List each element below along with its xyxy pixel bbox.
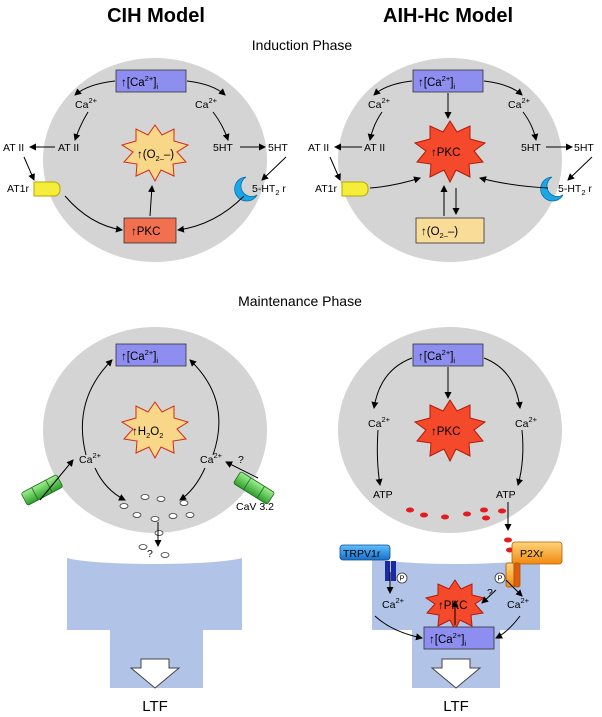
at1r-receptor: [33, 181, 61, 197]
svg-text:↑[Ca2+]i: ↑[Ca2+]i: [418, 74, 455, 91]
svg-text:P: P: [498, 574, 503, 583]
h2o2-label: ↑H2O2: [132, 426, 163, 440]
ca-label-left: Ca2+: [368, 96, 391, 111]
aih-maintenance-arrows: [371, 357, 524, 641]
at2-outer-label: AT II: [308, 142, 329, 154]
ca-i-box: ↑[Ca2+]i: [115, 343, 187, 367]
trpv1r-label-box: TRPV1r: [339, 544, 391, 561]
p2xr-channel-icon: [505, 562, 521, 588]
svg-text:↑(O2––): ↑(O2––): [421, 226, 458, 240]
phosphate-left-icon: P: [396, 572, 408, 584]
svg-text:↑[Ca2+]i: ↑[Ca2+]i: [429, 631, 466, 648]
svg-text:↑[Ca2+]i: ↑[Ca2+]i: [121, 348, 158, 365]
ca-label-left: Ca2+: [368, 415, 391, 430]
o2-box: ↑(O2––): [415, 217, 485, 244]
motor-neuron-body: [67, 558, 242, 688]
svg-text:P: P: [400, 574, 405, 583]
at1r-label: AT1r: [315, 183, 337, 195]
atp-label-right: ATP: [496, 489, 516, 501]
ht5-outer-label: 5HT: [574, 142, 594, 154]
phosphate-right-icon: P: [494, 572, 506, 584]
svg-text:↑[Ca2+]i: ↑[Ca2+]i: [418, 348, 455, 365]
svg-text:Ca2+: Ca2+: [368, 96, 391, 111]
svg-text:Ca2+: Ca2+: [195, 96, 218, 111]
at2-inner-label: AT II: [58, 142, 79, 154]
down-arrow-icon: [129, 658, 181, 689]
aih-induction-arrows: [329, 80, 593, 216]
question-mark-release: ?: [147, 548, 153, 560]
svg-text:Ca2+: Ca2+: [507, 596, 530, 611]
trpv1r-channel-icon: [385, 561, 396, 581]
ht2r-label: 5-HT2 r: [558, 183, 592, 197]
ca-i-box: ↑[Ca2+]i: [412, 343, 484, 367]
h2o2-burst: [120, 401, 190, 460]
svg-text:↑[Ca2+]i: ↑[Ca2+]i: [121, 74, 158, 91]
ca-i-box: ↑[Ca2+]i: [115, 69, 187, 93]
pkc-motor-label: ↑PKC: [438, 600, 467, 612]
ca-label-right: Ca2+: [515, 415, 538, 430]
ca-label-motor-right: Ca2+: [507, 596, 530, 611]
ca-label-left: Ca2+: [79, 451, 102, 466]
svg-text:Ca2+: Ca2+: [508, 96, 531, 111]
ca-label-right: Ca2+: [508, 96, 531, 111]
pkc-box: ↑PKC: [123, 217, 177, 244]
p2xr-label-box: P2Xr: [511, 541, 563, 565]
ca-i-box: ↑[Ca2+]i: [412, 69, 484, 93]
o2-label: ↑(O2––): [137, 149, 174, 163]
header-cih-model: CIH Model: [107, 5, 205, 27]
ht5-outer-label: 5HT: [268, 142, 288, 154]
svg-text:Ca2+: Ca2+: [368, 415, 391, 430]
svg-text:Ca2+: Ca2+: [200, 451, 223, 466]
cih-maintenance-arrows: [39, 359, 259, 547]
ca-label-motor-left: Ca2+: [382, 596, 405, 611]
aih-maintenance-panel: ↑[Ca2+]i ↑PKC Ca2+ Ca2+ ATP ATP TRPV1r: [338, 327, 563, 715]
ht2-receptor: [234, 176, 258, 202]
header-aih-hc-model: AIH-Hc Model: [383, 5, 513, 27]
at1r-receptor: [341, 181, 369, 197]
atp-dots: [406, 507, 514, 553]
svg-text:Ca2+: Ca2+: [75, 96, 98, 111]
question-mark-p2x: ?: [487, 587, 493, 599]
question-mark-cav: ?: [238, 454, 244, 466]
atp-label-left: ATP: [373, 489, 393, 501]
at1r-label: AT1r: [7, 183, 29, 195]
cih-induction-arrows: [23, 80, 287, 233]
ca-i-box-motor: ↑[Ca2+]i: [423, 626, 495, 650]
cav32-label: CaV 3.2: [236, 501, 274, 513]
svg-text:Ca2+: Ca2+: [79, 451, 102, 466]
at2-outer-label: AT II: [3, 142, 24, 154]
svg-text:P2Xr: P2Xr: [520, 548, 544, 560]
svg-text:↑PKC: ↑PKC: [131, 226, 160, 238]
ca-label-right: Ca2+: [200, 451, 223, 466]
ltf-label-left: LTF: [142, 698, 168, 715]
vesicle-cluster: [119, 494, 195, 558]
down-arrow-icon: [430, 658, 482, 689]
cav-channel-left-icon: [21, 474, 63, 506]
ltf-label-right: LTF: [443, 698, 469, 715]
ht2r-label: 5-HT2 r: [252, 183, 286, 197]
cav-channel-right-icon: [233, 471, 275, 505]
superoxide-burst: [120, 124, 190, 183]
pkc-label: ↑PKC: [431, 147, 460, 159]
aih-induction-panel: ↑[Ca2+]i Ca2+ Ca2+ AT II AT II 5HT 5HT A…: [308, 58, 594, 262]
pkc-burst: [413, 120, 487, 184]
pkc-label: ↑PKC: [431, 426, 460, 438]
ca-label-right: Ca2+: [195, 96, 218, 111]
cih-maintenance-panel: ↑[Ca2+]i ↑H2O2 Ca2+ Ca2+ ? CaV 3.2: [21, 327, 275, 715]
induction-phase-label: Induction Phase: [252, 37, 353, 53]
svg-text:TRPV1r: TRPV1r: [343, 548, 381, 560]
svg-text:Ca2+: Ca2+: [382, 596, 405, 611]
cih-induction-panel: ↑[Ca2+]i Ca2+ Ca2+ AT II AT II 5HT 5HT A…: [3, 58, 288, 262]
maintenance-phase-label: Maintenance Phase: [238, 293, 362, 309]
ca-label-left: Ca2+: [75, 96, 98, 111]
ht5-inner-label: 5HT: [521, 142, 541, 154]
ht5-inner-label: 5HT: [213, 142, 233, 154]
at2-inner-label: AT II: [364, 142, 385, 154]
pkc-burst: [413, 399, 487, 463]
svg-text:Ca2+: Ca2+: [515, 415, 538, 430]
